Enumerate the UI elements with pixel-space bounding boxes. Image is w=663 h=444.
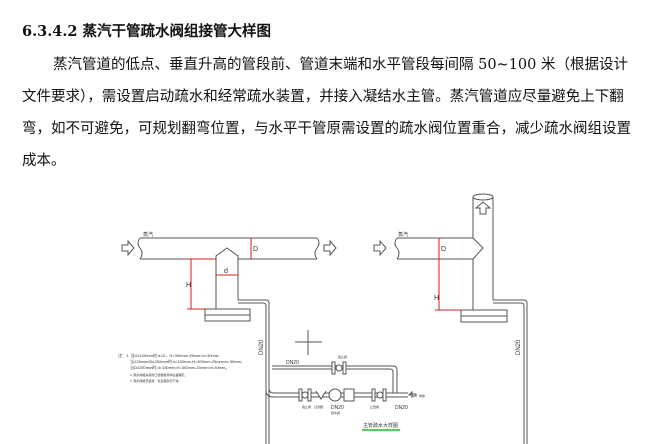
dim-d: d: [224, 268, 228, 275]
dim-H: H: [434, 295, 439, 302]
valve-label: 截止阀: [302, 404, 311, 409]
dim-H: H: [186, 282, 191, 289]
note-line: 2. 疏水阀组采用的口径根据具体设备确定。: [130, 372, 187, 377]
note-line: 注：1. 当D≤100mm时,d=D，H=300mm,25mm<h<30mm;: [118, 352, 219, 358]
dn20-label: DN20: [395, 405, 408, 411]
pipe-label: 蒸汽: [143, 231, 153, 238]
valve-label: 截止阀: [338, 354, 347, 359]
dn20-label: DN20: [259, 339, 265, 355]
trap-label: 疏水阀: [331, 410, 340, 415]
dim-D: D: [441, 246, 446, 253]
dim-D: D: [253, 246, 258, 253]
right-riser-detail: 蒸汽 D H: [373, 193, 528, 444]
outlet-label: 排放: [419, 393, 425, 398]
note-line: 3. 疏水阀组安装前，管道需吹扫干净。: [130, 378, 181, 383]
diagram-title: 主管疏水大样图: [363, 422, 398, 429]
flow-arrow-icon: [373, 239, 387, 257]
flow-arrow-icon: [121, 239, 135, 257]
up-arrow-icon: [474, 201, 492, 215]
flow-arrow-icon: [323, 239, 337, 257]
note-line: 当125mm≤D≤200mm时,d=100mm,H=300mm,25mm<h<3…: [130, 358, 242, 364]
left-tee-detail: 蒸汽 D d H: [121, 231, 337, 444]
note-line: 当D≥250mm时,d=150mm,H=300mm,25mm<h<30mm。: [130, 364, 229, 370]
dn20-label: DN20: [516, 339, 522, 355]
outlet-arrow-icon: [407, 390, 417, 398]
dn20-label: DN20: [286, 360, 299, 366]
dn20-label: DN20: [331, 405, 344, 411]
valve-group-detail: DN20 DN20 DN20 DN20 DN20 截止阀 截止阀 过滤器 疏水阀…: [118, 330, 522, 431]
check-valve-label: 止回阀: [370, 404, 379, 409]
pipe-label: 蒸汽: [398, 231, 408, 238]
section-heading: 6.3.4.2 蒸汽干管疏水阀组接管大样图: [22, 23, 272, 40]
strainer-label: 过滤器: [314, 404, 323, 409]
body-paragraph: 蒸汽管道的低点、垂直升高的管段前、管道末端和水平管段每间隔 50~100 米（根…: [22, 57, 631, 169]
